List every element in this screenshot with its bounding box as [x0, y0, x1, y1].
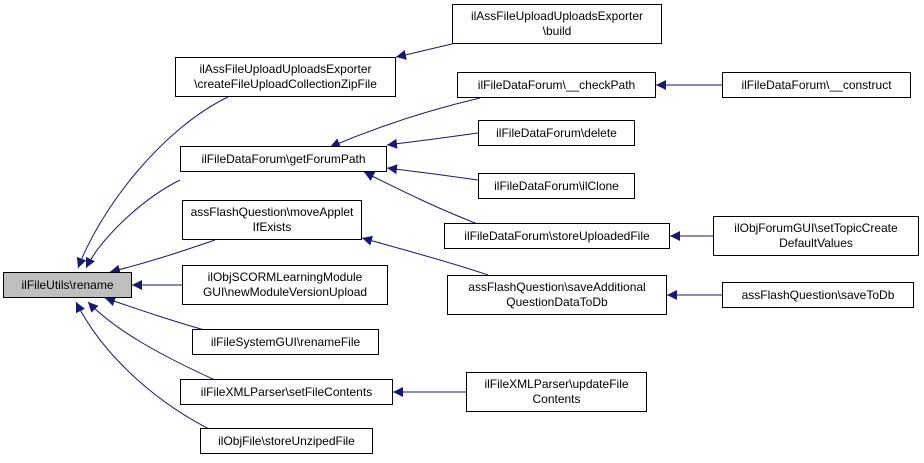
node-ilobjfile-storeunzipedfile[interactable]: ilObjFile\storeUnzipedFile [200, 428, 373, 454]
node-ilfiledataforum-construct[interactable]: ilFileDataForum\__construct [722, 72, 911, 98]
node-ilfiledataforum-storeuploadedfile[interactable]: ilFileDataForum\storeUploadedFile [444, 223, 670, 249]
edge-delete-to-getforumpath [386, 132, 479, 149]
edge-xml-to-rename [87, 301, 216, 381]
edge-objfile-to-rename [75, 301, 216, 433]
node-ilfiledataforum-getforumpath[interactable]: ilFileDataForum\getForumPath [180, 146, 387, 172]
node-assflashquestion-savetodb[interactable]: assFlashQuestion\saveToDb [722, 282, 914, 308]
edge-getforumpath-to-rename [85, 179, 181, 269]
node-ilfiledataforum-ilclone[interactable]: ilFileDataForum\ilClone [478, 173, 635, 199]
edge-create-to-rename [76, 96, 229, 269]
edge-ilclone-to-getforumpath [386, 164, 479, 181]
node-assflashquestion-saveadditionalquestiondatatodb[interactable]: assFlashQuestion\saveAdditional Question… [447, 275, 667, 315]
edge-moveapplet-to-rename [109, 239, 216, 275]
node-ilfilesystemgui-renamefile[interactable]: ilFileSystemGUI\renameFile [192, 329, 379, 355]
node-assflashquestion-moveappletifexists[interactable]: assFlashQuestion\moveApplet IfExists [182, 200, 362, 240]
node-ilfilexmlparser-updatefilecontents[interactable]: ilFileXMLParser\updateFile Contents [466, 372, 647, 412]
node-ilassfileuploaduploadsexporter-createfileuploadcollectionzipfile[interactable]: ilAssFileUploadUploadsExporter \createFi… [175, 57, 396, 97]
node-ilfilexmlparser-setfilecontents[interactable]: ilFileXMLParser\setFileContents [180, 379, 393, 405]
edge-checkpath-to-getforumpath [329, 97, 481, 148]
edge-build-to-create [395, 43, 453, 60]
node-ilfileutils-rename: ilFileUtils\rename [3, 272, 132, 298]
edge-storeuploaded-to-getforumpath [363, 171, 489, 229]
node-ilfiledataforum-delete[interactable]: ilFileDataForum\delete [478, 120, 635, 146]
edge-saveadditional-to-moveapplet [361, 235, 489, 276]
node-ilobjforumgui-settopiccreatedefaultvalues[interactable]: ilObjForumGUI\setTopicCreate DefaultValu… [713, 216, 919, 256]
node-ilassfileuploaduploadsexporter-build[interactable]: ilAssFileUploadUploadsExporter \build [452, 4, 662, 44]
node-ilobjscormlearningmodulegui-newmoduleversionupload[interactable]: ilObjSCORMLearningModule GUI\newModuleVe… [182, 265, 388, 305]
node-ilfiledataforum-checkpath[interactable]: ilFileDataForum\__checkPath [457, 72, 656, 98]
